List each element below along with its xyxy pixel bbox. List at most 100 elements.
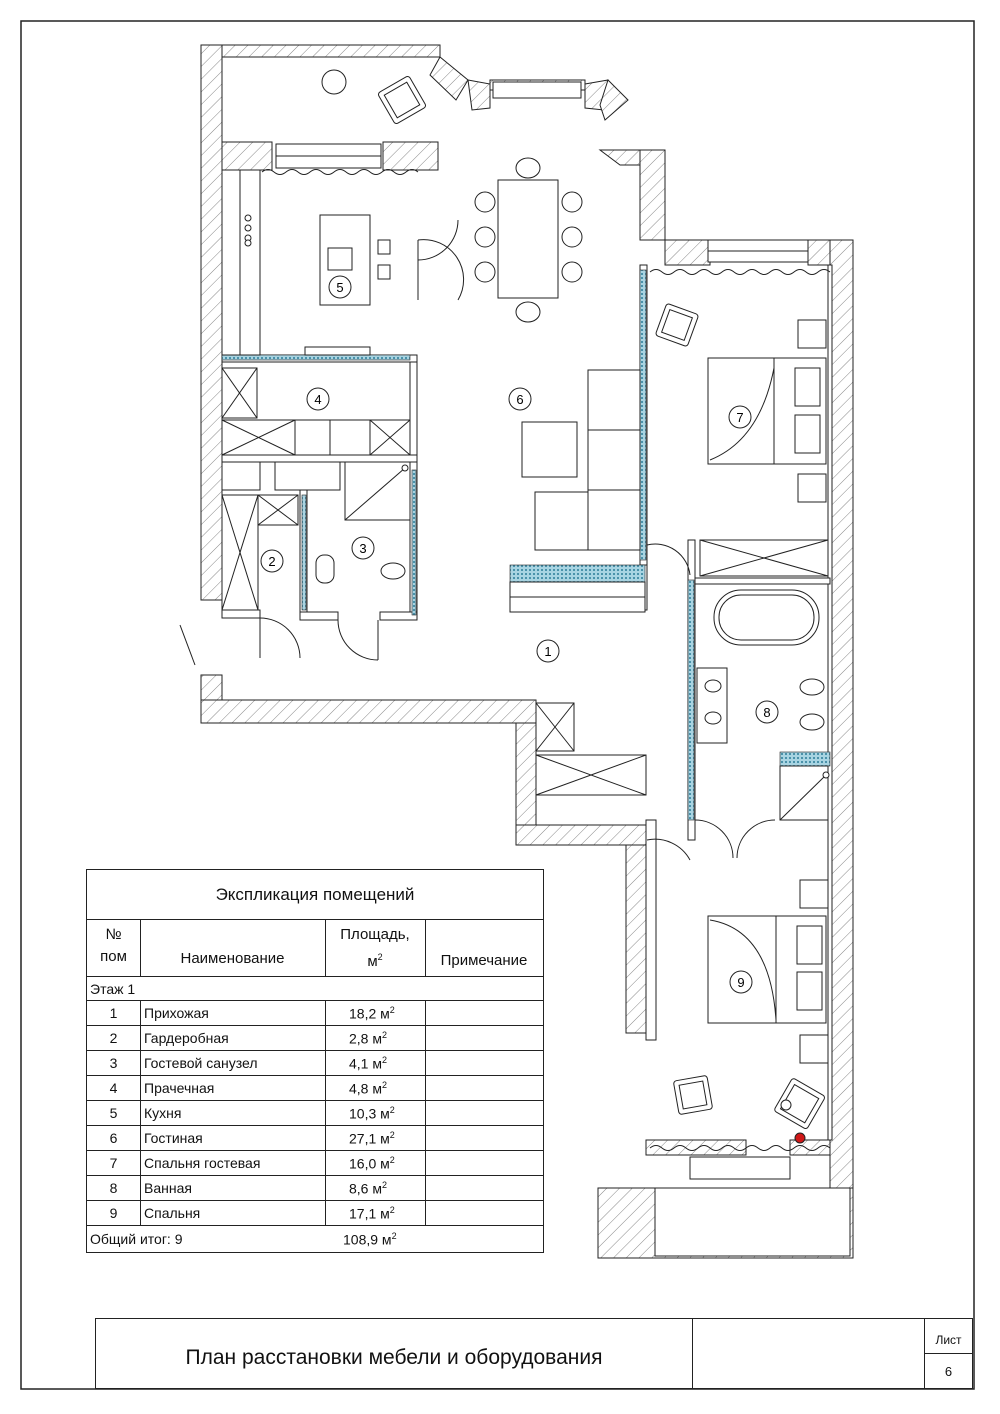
row-area: 27,1 м2 [349,1130,395,1147]
row-name: Прихожая [144,1005,209,1021]
header-area-sup: 2 [377,952,383,962]
row-name: Кухня [144,1105,182,1121]
title-block-blank [693,1319,924,1388]
row-area-value: 10,3 м [349,1105,390,1122]
row-area-sup: 2 [381,1180,387,1190]
room-marker-2: 2 [260,549,284,573]
bedroom-furniture [673,879,829,1129]
red-marker-icon [794,1132,806,1144]
wardrobe-wc-furniture [221,461,411,611]
row-area: 16,0 м2 [349,1155,395,1172]
row-num: 4 [109,1080,118,1096]
room-number: 2 [268,554,275,569]
row-num: 7 [109,1155,118,1171]
room-marker-4: 4 [306,387,330,411]
table-header: № пом Наименование Площадь, м2 Примечани… [87,920,543,977]
guest-bedroom-furniture [655,303,829,577]
header-area-unit: м [367,953,378,970]
table-row: 9 Спальня 17,1 м2 [87,1201,543,1226]
row-name: Спальня гостевая [144,1155,261,1171]
bathroom-furniture [696,589,830,821]
row-num: 9 [109,1205,118,1221]
room-number: 7 [736,410,743,425]
row-area: 8,6 м2 [349,1180,387,1197]
table-row: 3 Гостевой санузел 4,1 м2 [87,1051,543,1076]
row-num: 6 [109,1130,118,1146]
room-marker-8: 8 [755,700,779,724]
room-marker-5: 5 [328,275,352,299]
row-area-sup: 2 [389,1130,395,1140]
row-area-sup: 2 [389,1005,395,1015]
row-area-value: 17,1 м [349,1205,390,1222]
room-number: 5 [336,280,343,295]
explication-table: Экспликация помещений № пом Наименование… [86,869,544,1253]
table-row: 5 Кухня 10,3 м2 [87,1101,543,1126]
table-row: 4 Прачечная 4,8 м2 [87,1076,543,1101]
total-area: 108,9 м2 [343,1231,397,1248]
row-area-value: 27,1 м [349,1130,390,1147]
curtains [261,169,831,1151]
header-area-line1: Площадь, [340,926,410,943]
sheet-label: Лист [924,1319,972,1354]
header-area: Площадь, м2 [325,924,425,973]
row-num: 5 [109,1105,118,1121]
row-area-sup: 2 [381,1055,387,1065]
windows [275,81,809,1180]
total-row: Общий итог: 9 108,9 м2 [87,1227,543,1252]
row-name: Прачечная [144,1080,215,1096]
row-area: 18,2 м2 [349,1005,395,1022]
row-name: Гостевой санузел [144,1055,258,1071]
row-area-sup: 2 [389,1155,395,1165]
row-name: Гардеробная [144,1030,229,1046]
laundry-furniture [221,367,411,456]
table-title: Экспликация помещений [87,870,543,920]
room-number: 3 [359,541,366,556]
room-marker-1: 1 [536,639,560,663]
row-area: 4,8 м2 [349,1080,387,1097]
total-area-sup: 2 [391,1231,397,1241]
insulation-strips [221,269,831,821]
row-area: 17,1 м2 [349,1205,395,1222]
drawing-title: План расстановки мебели и оборудования [96,1319,693,1388]
room-marker-9: 9 [729,970,753,994]
row-area-sup: 2 [389,1105,395,1115]
row-area-value: 8,6 м [349,1180,382,1197]
room-number: 8 [763,705,770,720]
header-num: № пом [87,924,140,968]
row-name: Спальня [144,1205,201,1221]
row-area-value: 16,0 м [349,1155,390,1172]
header-num-line1: № [105,926,122,943]
row-area-sup: 2 [381,1080,387,1090]
title-block: План расстановки мебели и оборудования Л… [95,1318,973,1389]
row-area: 4,1 м2 [349,1055,387,1072]
row-area-value: 4,8 м [349,1080,382,1097]
total-area-value: 108,9 м [343,1231,392,1248]
living-furniture [509,369,646,613]
floor-label: Этаж 1 [90,981,136,997]
row-area-sup: 2 [389,1205,395,1215]
header-name: Наименование [180,950,285,967]
walls [200,44,854,1259]
row-area-value: 4,1 м [349,1055,382,1072]
kitchen-furniture [221,169,391,356]
header-note: Примечание [440,952,528,969]
sheet-number: 6 [924,1354,972,1388]
row-area-value: 18,2 м [349,1005,390,1022]
row-num: 3 [109,1055,118,1071]
header-num-line2: пом [100,948,127,965]
table-row: 7 Спальня гостевая 16,0 м2 [87,1151,543,1176]
dining-furniture [474,157,583,323]
table-row: 2 Гардеробная 2,8 м2 [87,1026,543,1051]
balcony-furniture [321,69,426,124]
room-markers: 1 2 3 4 5 6 7 8 9 [260,275,779,994]
doors [179,219,776,861]
row-area-sup: 2 [381,1030,387,1040]
room-number: 9 [737,975,744,990]
room-number: 4 [314,392,321,407]
room-number: 1 [544,644,551,659]
row-area: 2,8 м2 [349,1030,387,1047]
room-marker-7: 7 [728,405,752,429]
